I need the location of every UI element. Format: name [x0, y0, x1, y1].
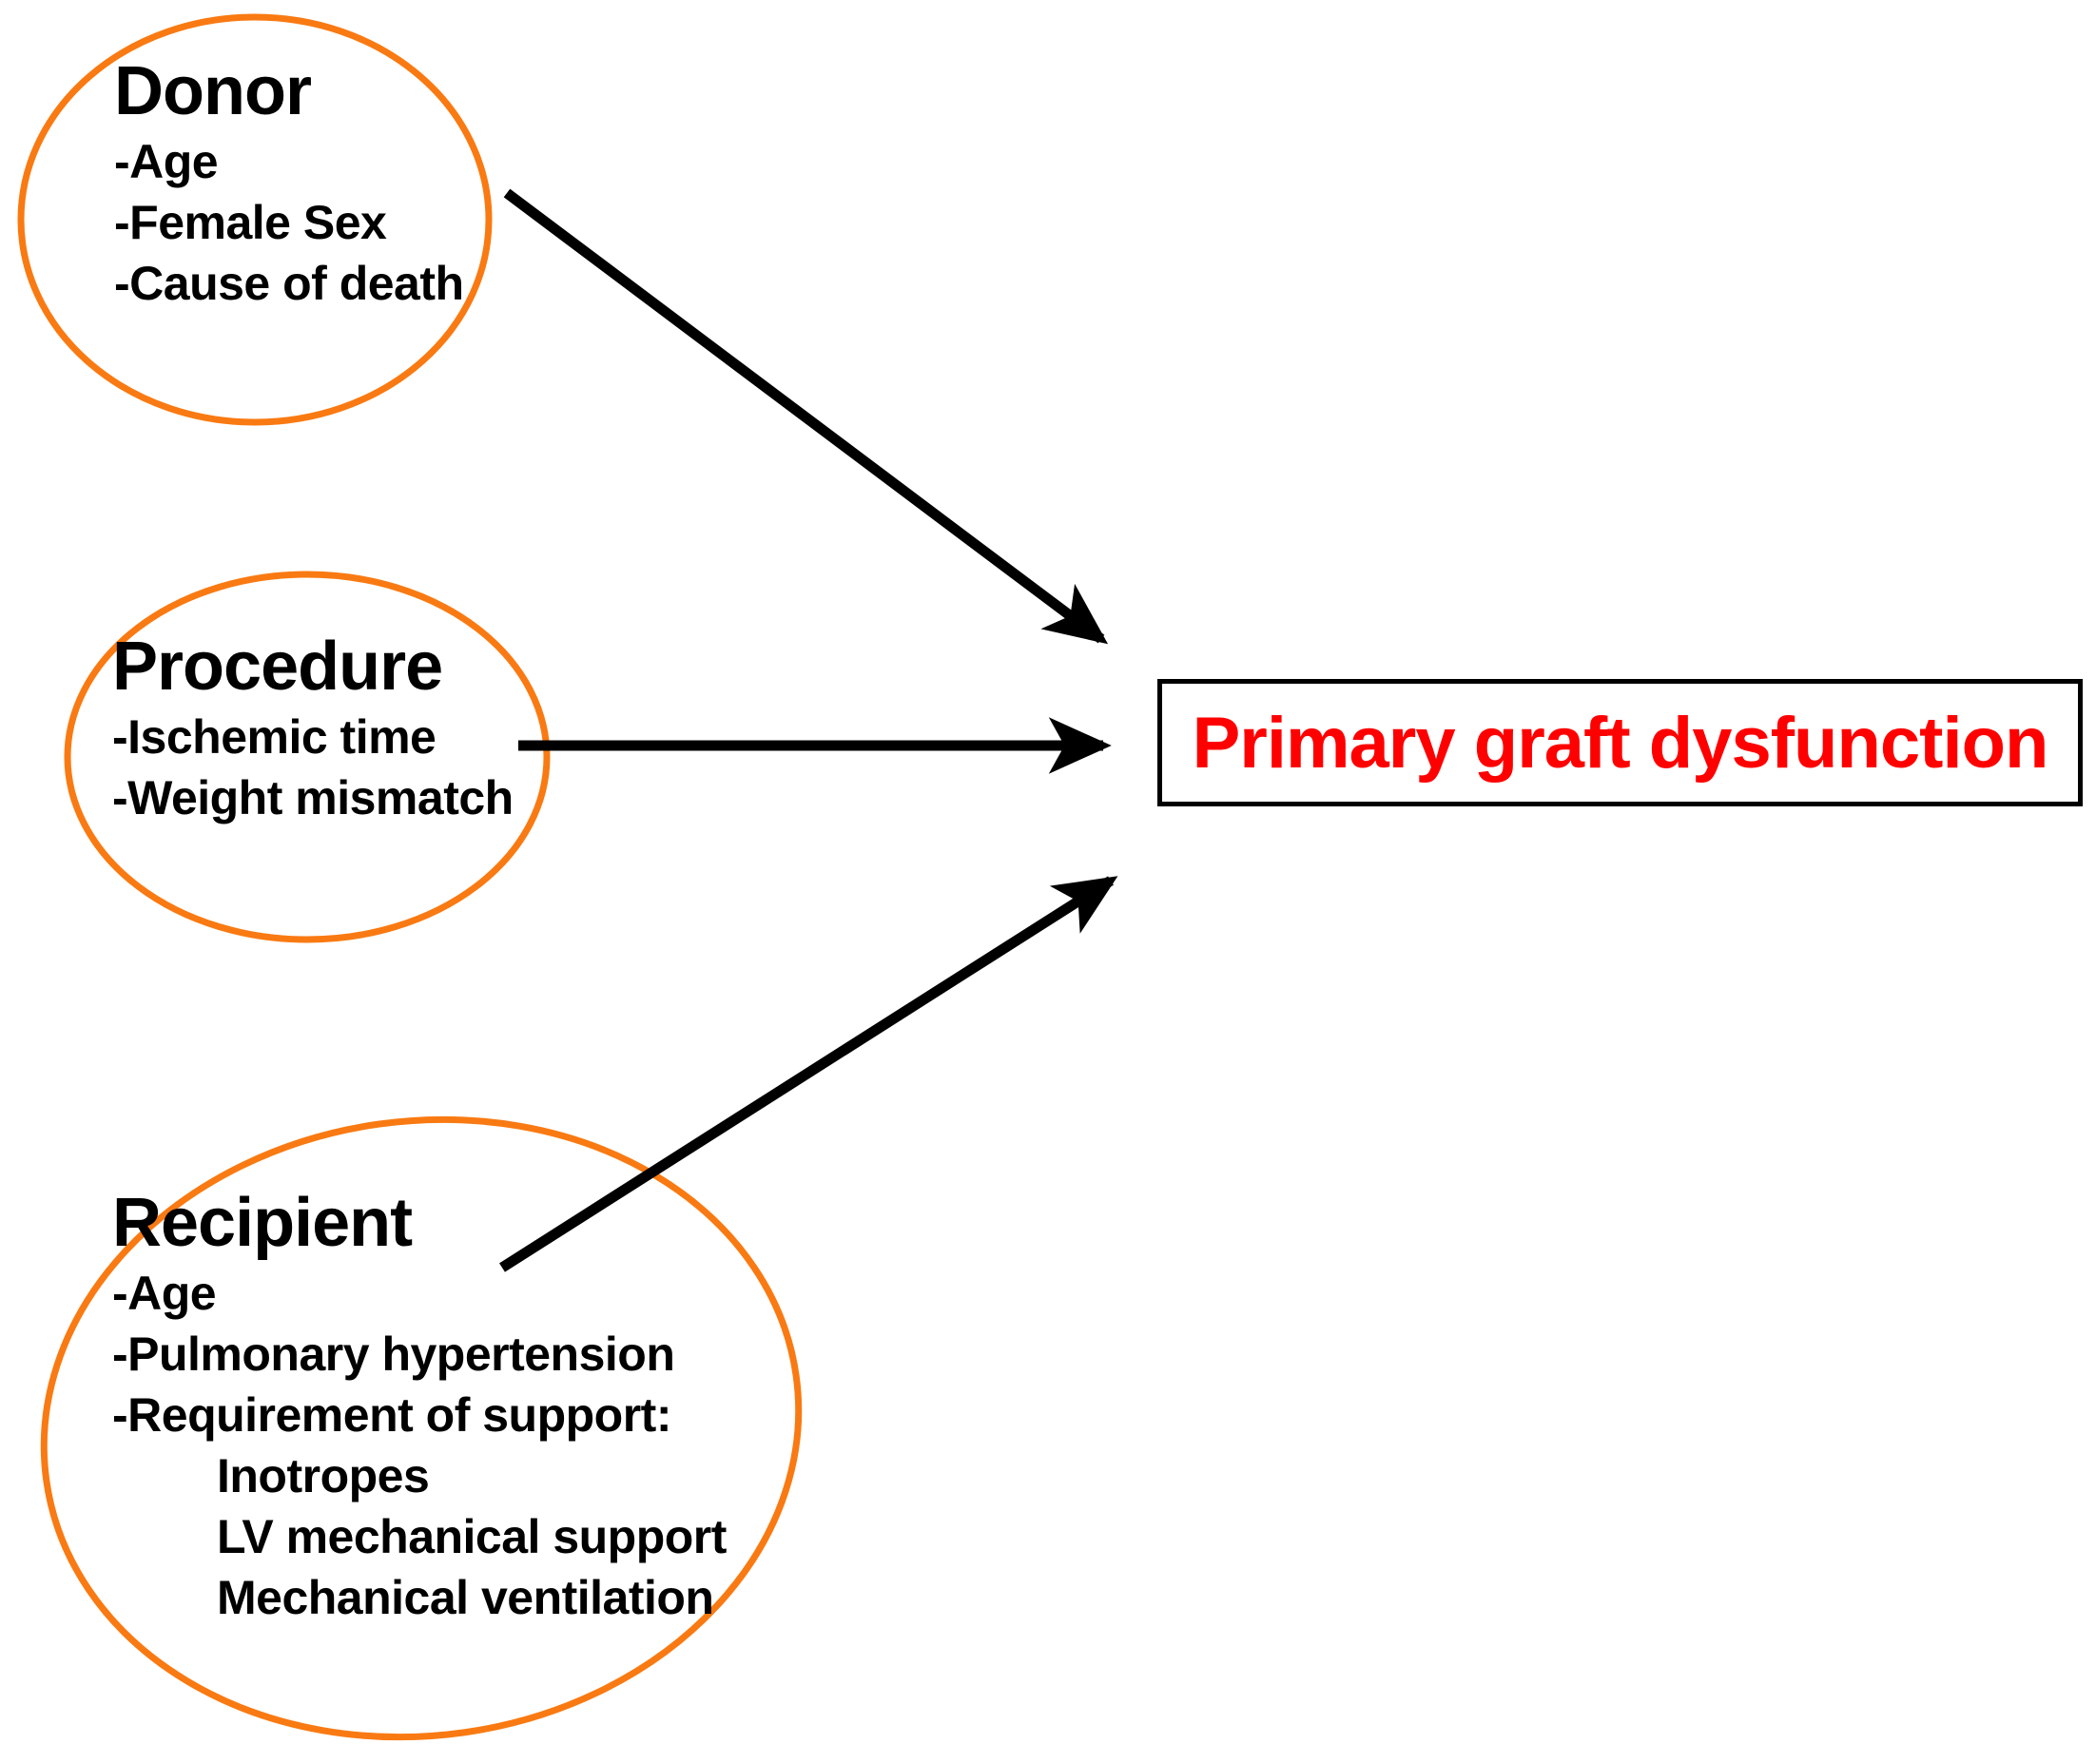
procedure-circle[interactable] — [64, 571, 551, 943]
node-donor[interactable]: Donor -Age -Female Sex -Cause of death — [114, 57, 464, 314]
outcome-label: Primary graft dysfunction — [1192, 702, 2049, 784]
procedure-item-weight-mismatch: -Weight mismatch — [112, 771, 514, 824]
donor-item-cause-of-death: -Cause of death — [114, 257, 464, 310]
node-procedure[interactable]: Procedure -Ischemic time -Weight mismatc… — [112, 632, 514, 828]
recipient-circle[interactable] — [4, 1072, 839, 1764]
procedure-title: Procedure — [112, 629, 443, 705]
donor-item-female-sex: -Female Sex — [114, 196, 387, 249]
outcome-box-primary-graft-dysfunction[interactable]: Primary graft dysfunction — [1157, 679, 2083, 806]
donor-circle[interactable] — [17, 13, 493, 426]
recipient-item-requirement-of-support: -Requirement of support: — [112, 1388, 671, 1442]
arrow-donor-to-outcome — [503, 188, 1109, 645]
recipient-subitem-inotropes: Inotropes — [217, 1449, 430, 1502]
procedure-item-ischemic-time: -Ischemic time — [112, 710, 437, 764]
recipient-subitem-lv-mechanical-support: LV mechanical support — [217, 1510, 727, 1563]
node-recipient[interactable]: Recipient -Age -Pulmonary hypertension -… — [112, 1189, 727, 1628]
donor-title: Donor — [114, 53, 312, 129]
recipient-subitem-mechanical-ventilation: Mechanical ventilation — [217, 1571, 714, 1624]
donor-item-age: -Age — [114, 135, 219, 188]
recipient-item-age: -Age — [112, 1267, 217, 1320]
recipient-item-pulmonary-hypertension: -Pulmonary hypertension — [112, 1328, 675, 1381]
arrow-recipient-to-outcome — [499, 876, 1118, 1272]
recipient-title: Recipient — [112, 1185, 413, 1261]
